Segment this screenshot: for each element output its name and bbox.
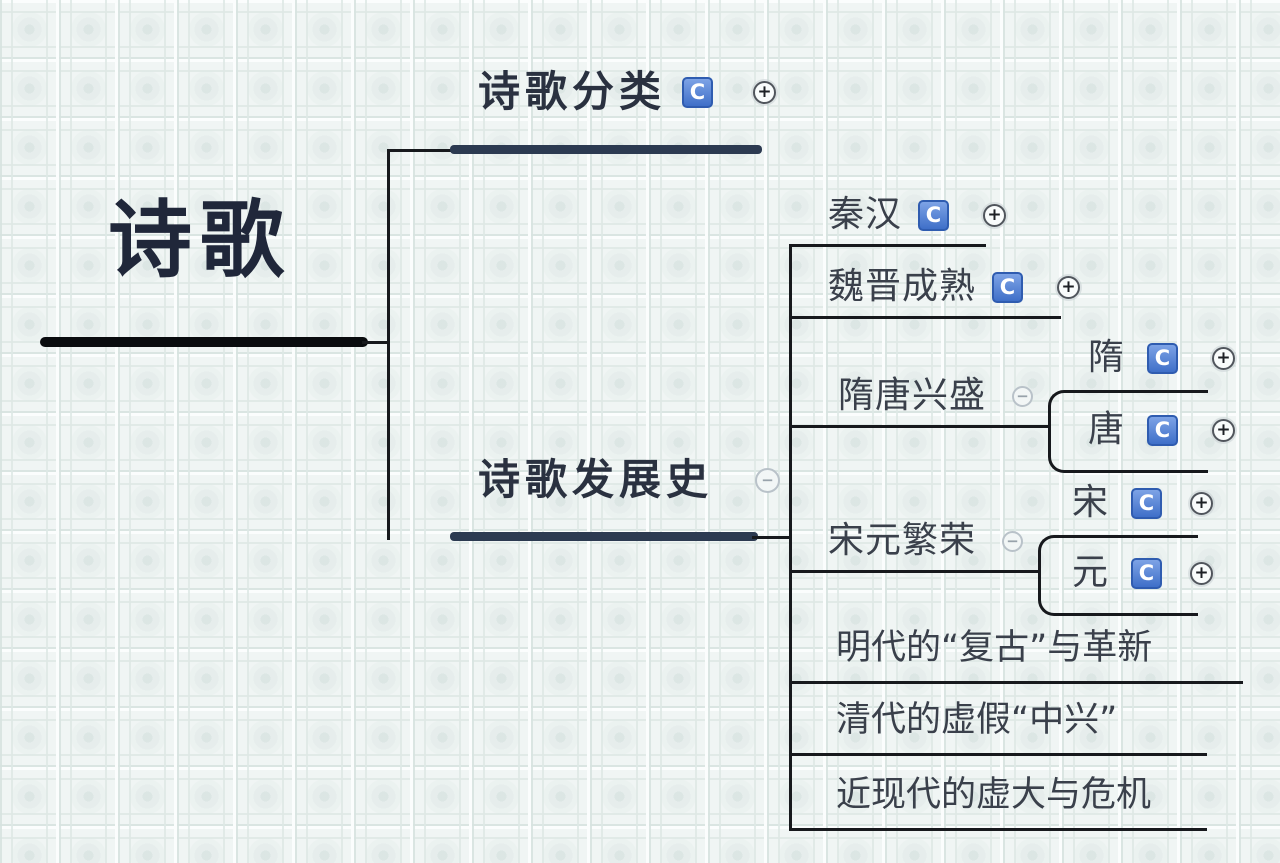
node-qing[interactable]: 清代的虚假“中兴” xyxy=(836,700,1117,740)
root-underline xyxy=(40,337,368,347)
subbranch-bracket-songyuan xyxy=(1038,535,1198,616)
node-weijin[interactable]: 魏晋成熟 C + xyxy=(828,266,1081,307)
expand-icon[interactable]: + xyxy=(1057,275,1081,299)
expand-icon[interactable]: + xyxy=(1212,418,1236,442)
attachment-badge-icon[interactable]: C xyxy=(1147,414,1179,446)
attachment-badge-icon[interactable]: C xyxy=(992,271,1024,303)
attachment-badge-icon[interactable]: C xyxy=(1131,557,1163,589)
connector-line xyxy=(789,244,792,831)
node-suitang[interactable]: 隋唐兴盛 − xyxy=(838,375,1034,416)
node-yuan[interactable]: 元 C + xyxy=(1072,552,1214,593)
connector-line xyxy=(387,149,390,540)
node-qinhan[interactable]: 秦汉 C + xyxy=(828,194,1007,235)
node-label: 元 xyxy=(1072,552,1110,593)
node-underline-qinhan xyxy=(789,244,986,247)
node-label: 唐 xyxy=(1088,409,1126,450)
node-label: 宋 xyxy=(1072,482,1110,523)
collapse-icon[interactable]: − xyxy=(1002,530,1024,552)
node-underline-jinxiandai xyxy=(789,828,1207,831)
node-root[interactable]: 诗歌 xyxy=(108,192,292,288)
subbranch-bracket-suitang xyxy=(1048,390,1208,473)
node-tang[interactable]: 唐 C + xyxy=(1088,409,1236,450)
node-underline-qing xyxy=(789,753,1207,756)
collapse-icon[interactable]: − xyxy=(755,467,781,493)
node-underline-ming xyxy=(789,681,1243,684)
node-label: 隋唐兴盛 xyxy=(838,375,987,416)
node-label: 隋 xyxy=(1088,337,1126,378)
node-label: 近现代的虚大与危机 xyxy=(836,775,1152,815)
branch-underline-classification xyxy=(450,145,762,154)
collapse-icon[interactable]: − xyxy=(1012,385,1034,407)
expand-icon[interactable]: + xyxy=(1212,346,1236,370)
node-underline-songyuan xyxy=(789,570,1040,573)
expand-icon[interactable]: + xyxy=(983,203,1007,227)
node-jinxiandai[interactable]: 近现代的虚大与危机 xyxy=(836,775,1151,815)
node-label: 诗歌发展史 xyxy=(478,455,714,504)
attachment-badge-icon[interactable]: C xyxy=(682,76,714,108)
node-label: 宋元繁荣 xyxy=(828,520,977,561)
node-ming[interactable]: 明代的“复古”与革新 xyxy=(836,628,1152,668)
node-poetry-classification[interactable]: 诗歌分类 C + xyxy=(478,67,777,116)
node-song[interactable]: 宋 C + xyxy=(1072,482,1214,523)
node-label: 诗歌 xyxy=(108,191,293,289)
node-underline-weijin xyxy=(789,316,1061,319)
node-label: 诗歌分类 xyxy=(478,67,667,116)
expand-icon[interactable]: + xyxy=(1190,491,1214,515)
expand-icon[interactable]: + xyxy=(1190,561,1214,585)
attachment-badge-icon[interactable]: C xyxy=(1131,487,1163,519)
attachment-badge-icon[interactable]: C xyxy=(918,199,950,231)
connector-line xyxy=(362,341,390,344)
node-underline-suitang xyxy=(789,425,1050,428)
node-label: 清代的虚假“中兴” xyxy=(836,700,1118,740)
expand-icon[interactable]: + xyxy=(753,80,777,104)
connector-line xyxy=(387,149,453,152)
node-poetry-history[interactable]: 诗歌发展史 − xyxy=(478,455,781,504)
node-sui[interactable]: 隋 C + xyxy=(1088,337,1236,378)
node-label: 明代的“复古”与革新 xyxy=(836,628,1153,668)
node-label: 秦汉 xyxy=(828,194,903,235)
node-songyuan[interactable]: 宋元繁荣 − xyxy=(828,520,1024,561)
branch-underline-history xyxy=(450,532,758,541)
attachment-badge-icon[interactable]: C xyxy=(1147,342,1179,374)
node-label: 魏晋成熟 xyxy=(828,266,977,307)
connector-line xyxy=(752,536,791,539)
